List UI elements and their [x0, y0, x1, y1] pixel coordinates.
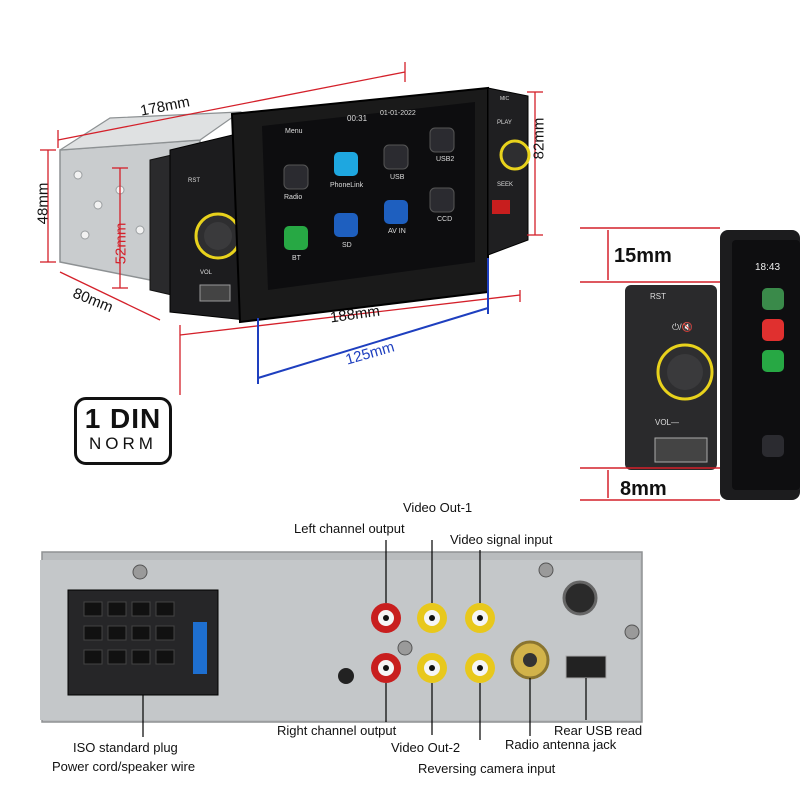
closeup-vol-label: VOL— — [655, 418, 680, 427]
rear-height-dimension: 52mm — [112, 222, 130, 265]
dashboard-icon — [762, 435, 784, 457]
rear-panel-view — [40, 540, 643, 740]
front-panel-right — [487, 87, 529, 256]
label-iso-plug: ISO standard plug — [73, 740, 178, 755]
screen-menu-label: Menu — [285, 128, 303, 135]
closeup-time: 18:43 — [755, 262, 781, 273]
label-rear-usb: Rear USB read — [554, 723, 643, 738]
label-power-cord: Power cord/speaker wire — [52, 759, 196, 774]
callout-lines — [142, 540, 587, 740]
iso-connector-pins — [83, 601, 175, 665]
volume-knob-center — [204, 222, 232, 250]
top-offset-dimension: 15mm — [614, 245, 672, 267]
closeup-usb-port — [654, 437, 708, 463]
front-usb-port — [199, 284, 231, 302]
screw — [538, 562, 554, 578]
closeup-dimension-lines — [580, 227, 720, 501]
product-dimension-view — [40, 62, 543, 395]
app-label-radio: Radio — [284, 194, 303, 201]
screen-app-grid — [283, 127, 455, 250]
app-label-usb: USB — [390, 174, 405, 181]
din-badge-top: 1 DIN — [84, 403, 162, 434]
din-badge-bottom: NORM — [89, 434, 157, 453]
screw — [132, 564, 148, 580]
label-left-channel: Left channel output — [294, 521, 405, 536]
cage-top — [59, 111, 243, 151]
app-label-sd: SD — [342, 242, 352, 249]
app-label-usb2: USB2 — [436, 156, 455, 163]
app-label-ccd: CCD — [437, 216, 453, 223]
front-play-label: PLAY — [497, 120, 512, 126]
app-label-bt: BT — [292, 255, 301, 262]
round-hole — [562, 580, 598, 616]
seek-knob — [499, 139, 531, 171]
label-video-signal: Video signal input — [450, 532, 553, 547]
music-icon — [762, 319, 784, 341]
label-video-out-1: Video Out-1 — [403, 500, 473, 515]
closeup-view — [580, 227, 800, 501]
din-badge: 1 DIN NORM — [74, 397, 172, 465]
front-rst-label: RST — [188, 178, 200, 184]
antenna-jack-center — [523, 653, 537, 667]
screw — [397, 640, 413, 656]
maps-icon — [762, 288, 784, 310]
label-reversing-camera: Reversing camera input — [418, 761, 556, 776]
rear-usb-port-front — [492, 200, 510, 214]
screen-date: 01-01-2022 — [380, 110, 416, 117]
front-mic-label: MIC — [500, 96, 510, 102]
closeup-knob-center — [667, 354, 703, 390]
screen — [262, 102, 475, 290]
iso-connector-clip — [193, 622, 207, 674]
blue-dimension-line — [257, 258, 489, 384]
app-label-avin: AV IN — [388, 228, 406, 235]
closeup-rst-label: RST — [650, 292, 666, 301]
app-label-phonelink: PhoneLink — [330, 182, 364, 189]
phone-icon — [762, 350, 784, 372]
label-right-channel: Right channel output — [277, 723, 397, 738]
small-hole — [338, 668, 354, 684]
rca-jacks — [371, 603, 495, 683]
label-radio-antenna: Radio antenna jack — [505, 737, 617, 752]
body-height-dimension: 48mm — [34, 182, 52, 225]
red-dimension-lines — [40, 62, 543, 395]
front-height-dimension: 82mm — [530, 117, 548, 160]
label-video-out-2: Video Out-2 — [391, 740, 461, 755]
front-vol-label: VOL — [200, 270, 213, 276]
closeup-power-mute: ⏻/🔇 — [672, 322, 693, 332]
screen-time: 00:31 — [347, 114, 368, 123]
front-seek-label: SEEK — [497, 182, 514, 188]
rear-usb-port — [565, 655, 607, 679]
screw — [624, 624, 640, 640]
bottom-offset-dimension: 8mm — [620, 478, 667, 500]
